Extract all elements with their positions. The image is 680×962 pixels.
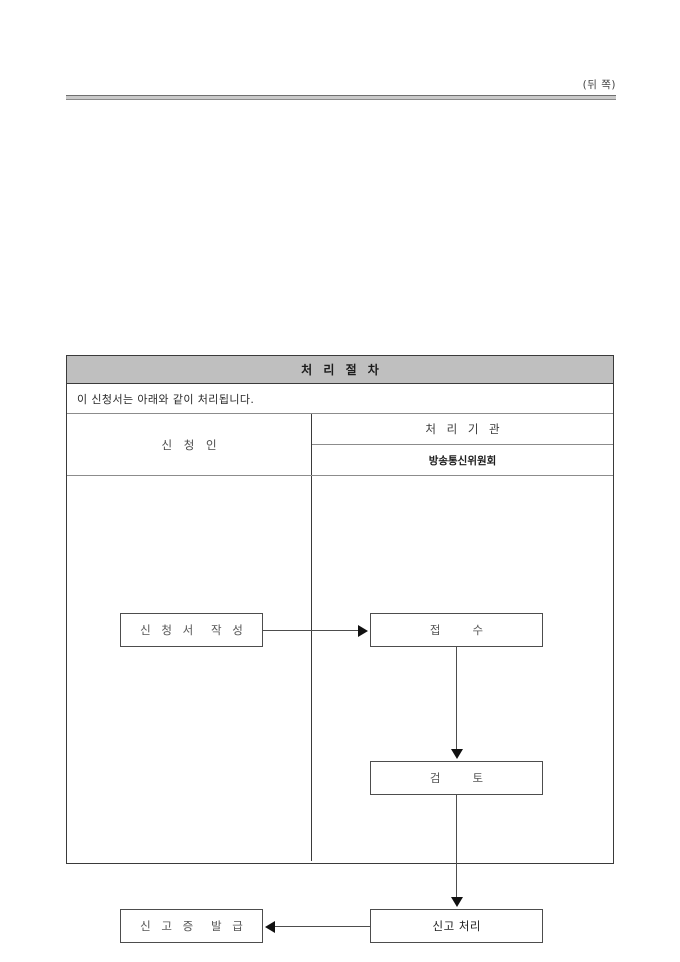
- flow-step-apply: 신 청 서 작 성: [120, 613, 263, 647]
- flow-step-review: 검 토: [370, 761, 543, 795]
- column-header-agency-bottom: 방송통신위원회: [312, 445, 613, 475]
- arrow-left-icon: [265, 921, 275, 933]
- agency-name-label: 방송통신위원회: [428, 454, 497, 467]
- flow-step-receive: 접 수: [370, 613, 543, 647]
- procedure-title: 처 리 절 차: [301, 363, 383, 377]
- connector-process-to-issue: [275, 926, 370, 927]
- column-header-applicant-label: 신 청 인: [161, 437, 221, 452]
- column-header-agency-top: 처 리 기 관: [312, 414, 613, 445]
- flow-step-apply-label: 신 청 서 작 성: [140, 623, 247, 637]
- procedure-note-row: 이 신청서는 아래와 같이 처리됩니다.: [67, 384, 613, 414]
- flow-diagram-area: 신 청 서 작 성 접 수 검 토 신고 처리 신 고 증 발 급: [67, 476, 613, 943]
- flow-step-process-label: 신고 처리: [432, 919, 481, 933]
- column-header-agency: 처 리 기 관 방송통신위원회: [312, 414, 613, 475]
- flow-step-issue-label: 신 고 증 발 급: [140, 919, 247, 933]
- flow-step-review-label: 검 토: [429, 771, 487, 785]
- arrow-down-icon: [451, 749, 463, 759]
- arrow-down-icon: [451, 897, 463, 907]
- page-header-label: (뒤 쪽): [582, 79, 616, 91]
- flow-step-issue: 신 고 증 발 급: [120, 909, 263, 943]
- page-header-rule: [66, 95, 616, 100]
- procedure-note: 이 신청서는 아래와 같이 처리됩니다.: [77, 392, 255, 406]
- procedure-table: 처 리 절 차 이 신청서는 아래와 같이 처리됩니다. 신 청 인 처 리 기…: [66, 355, 614, 943]
- connector-receive-to-review: [456, 647, 457, 749]
- connector-apply-to-receive: [263, 630, 358, 631]
- flow-column-divider: [311, 476, 312, 861]
- column-header-agency-label: 처 리 기 관: [425, 422, 504, 436]
- flow-step-process: 신고 처리: [370, 909, 543, 943]
- flow-step-receive-label: 접 수: [429, 623, 487, 637]
- procedure-title-bar: 처 리 절 차: [67, 356, 613, 384]
- connector-review-to-process: [456, 795, 457, 897]
- column-header-applicant: 신 청 인: [67, 414, 312, 475]
- column-header-row: 신 청 인 처 리 기 관 방송통신위원회: [67, 414, 613, 476]
- arrow-right-icon: [358, 625, 368, 637]
